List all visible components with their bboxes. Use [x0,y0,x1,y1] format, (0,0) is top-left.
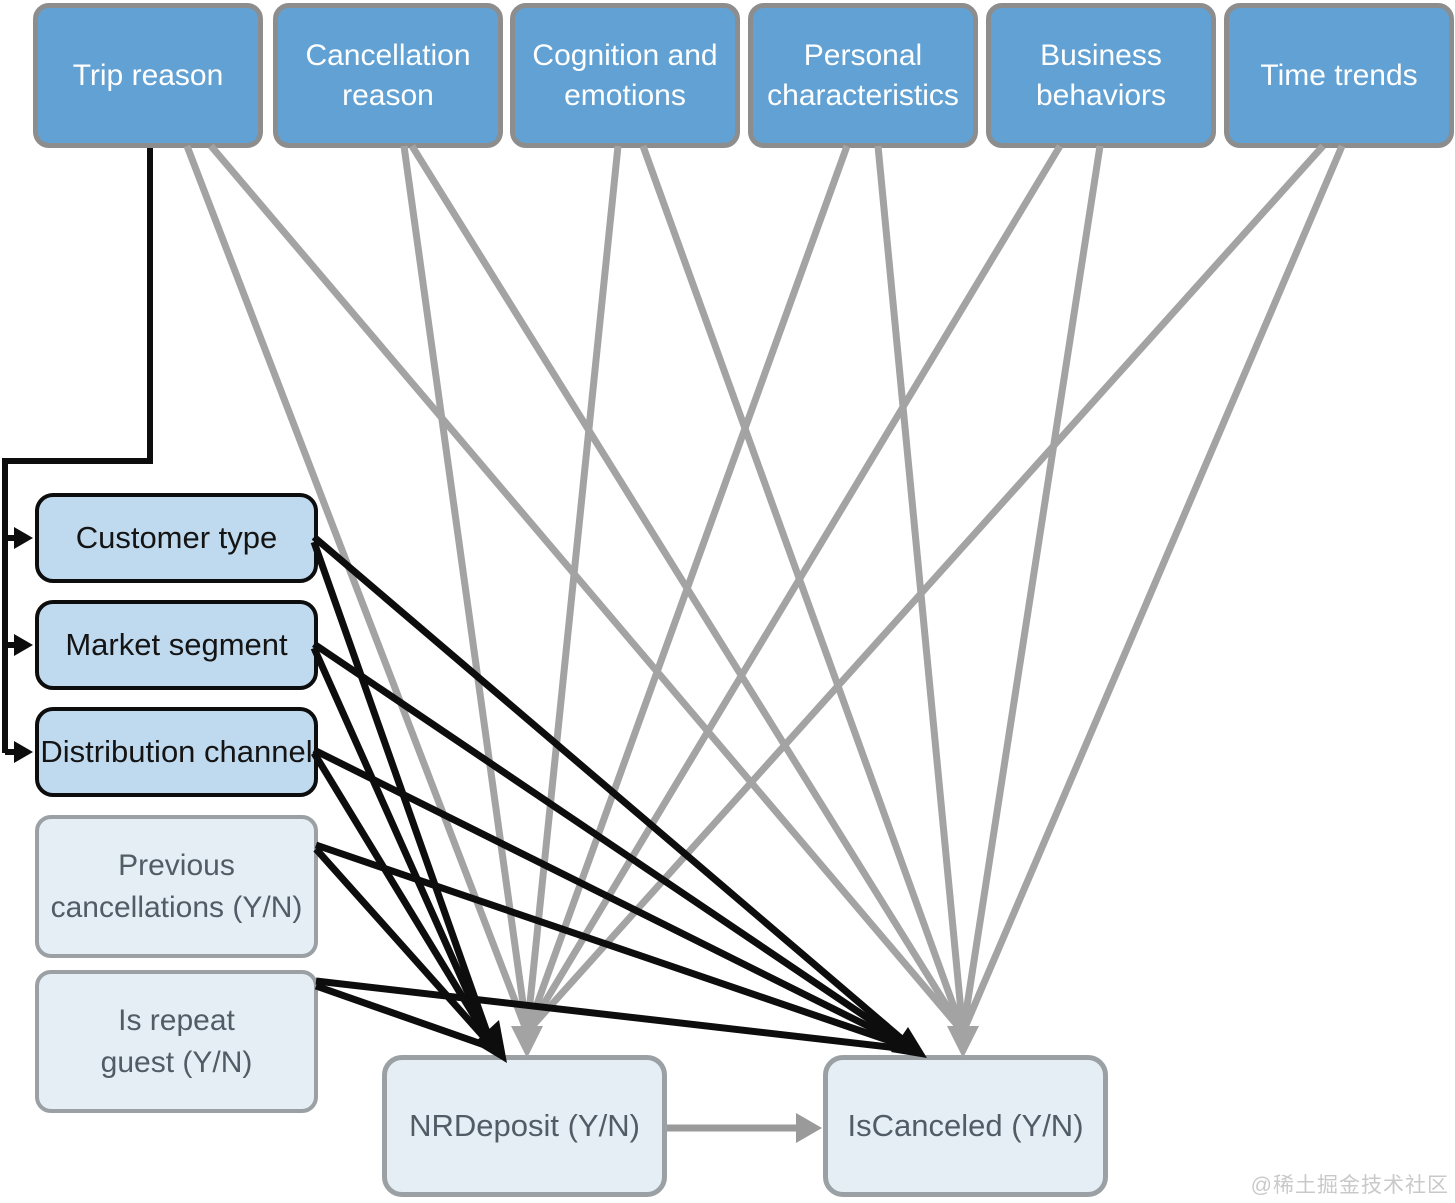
gray-arrowhead-nrdeposit-to-iscanceled [796,1113,822,1143]
black-arrowhead-market-segment [14,634,33,656]
node-iscanceled: IsCanceled (Y/N) [823,1055,1108,1197]
edge-personal-characteristics-to-nrdeposit [523,144,851,1034]
black-arrowhead-customer-type [14,527,33,549]
edge-market-segment-to-iscanceled [312,641,905,1045]
edge-cognition-and-emotions-to-nrdeposit [523,145,622,1033]
edge-previous-cancellations-to-nrdeposit [313,846,494,1048]
node-business-behaviors: Business behaviors [986,3,1216,148]
node-personal-characteristics: Personal characteristics [748,3,978,148]
node-cognition-and-emotions: Cognition and emotions [510,3,740,148]
edge-is-repeat-guest-to-iscanceled [315,977,907,1053]
nrdeposit-to-iscanceled-arrow [667,1113,822,1143]
edge-personal-characteristics-to-iscanceled [874,145,967,1033]
edge-cancellation-reason-to-iscanceled [409,144,966,1034]
gray-edges-to-iscanceled [208,143,1346,1035]
node-market-segment: Market segment [35,600,318,690]
node-distribution-channel: Distribution channel [35,707,318,797]
node-nrdeposit: NRDeposit (Y/N) [382,1055,667,1197]
edge-cancellation-reason-to-nrdeposit [400,145,531,1033]
edge-customer-type-to-iscanceled [311,534,906,1043]
gray-arrowhead-iscanceled [947,1026,979,1058]
node-trip-reason: Trip reason [33,3,263,148]
edge-is-repeat-guest-to-nrdeposit [314,982,495,1052]
edge-distribution-channel-to-nrdeposit [311,751,493,1044]
black-edges-to-nrdeposit [310,540,495,1052]
black-arrowhead-distribution-channel [14,741,33,763]
edge-time-trends-to-iscanceled [959,144,1346,1034]
edge-market-segment-to-nrdeposit [310,646,493,1042]
black-edges-to-iscanceled [311,534,907,1053]
edge-business-behaviors-to-iscanceled [959,145,1104,1033]
edge-distribution-channel-to-iscanceled [312,746,906,1048]
node-cancellation-reason: Cancellation reason [273,3,503,148]
node-is-repeat-guest: Is repeat guest (Y/N) [35,970,318,1113]
edge-time-trends-to-nrdeposit [524,143,1326,1035]
edge-cognition-and-emotions-to-iscanceled [639,144,967,1034]
edge-trip-reason-to-iscanceled [208,143,966,1035]
edge-customer-type-to-nrdeposit [310,540,493,1040]
edge-previous-cancellations-to-iscanceled [314,841,907,1050]
gray-edges-to-nrdeposit [183,143,1326,1035]
node-customer-type: Customer type [35,493,318,583]
watermark: @稀土掘金技术社区 [1250,1174,1449,1197]
node-time-trends: Time trends [1224,3,1454,148]
edge-business-behaviors-to-nrdeposit [524,144,1063,1034]
black-arrowhead-iscanceled [891,1027,927,1058]
gray-arrowhead-nrdeposit [511,1026,543,1058]
node-previous-cancellations: Previous cancellations (Y/N) [35,815,318,958]
